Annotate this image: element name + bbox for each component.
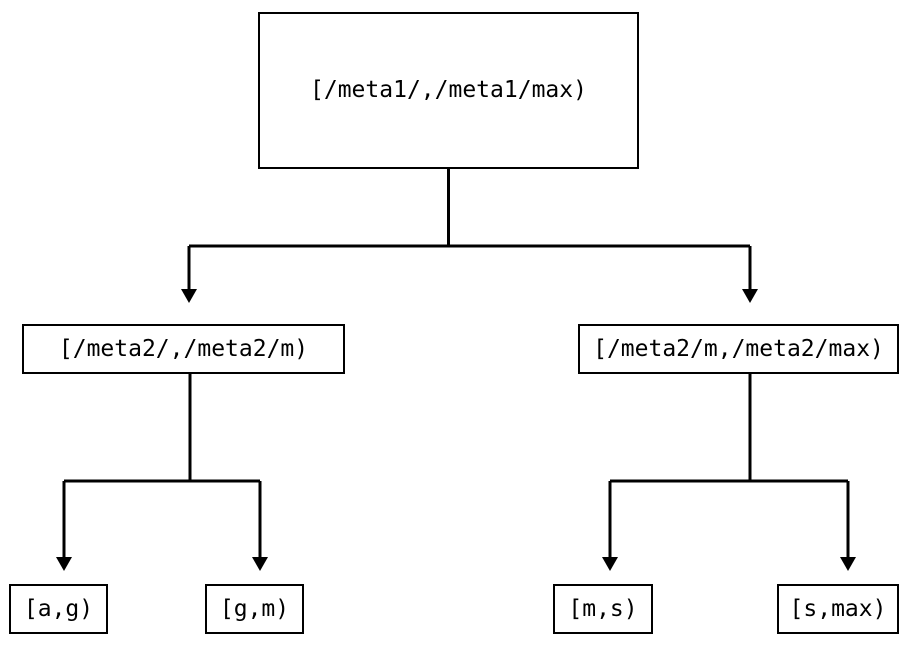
arrowhead-mid-left bbox=[181, 289, 197, 303]
tree-node-leaf-1-label: [a,g) bbox=[23, 595, 94, 622]
tree-node-leaf-2-label: [g,m) bbox=[219, 595, 290, 622]
tree-node-leaf-4-label: [s,max) bbox=[789, 595, 887, 622]
tree-node-leaf-4: [s,max) bbox=[777, 584, 899, 634]
arrowhead-mid-right bbox=[742, 289, 758, 303]
arrowhead-leaf-2 bbox=[252, 557, 268, 571]
tree-node-leaf-3: [m,s) bbox=[553, 584, 653, 634]
tree-node-mid-right: [/meta2/m,/meta2/max) bbox=[578, 324, 899, 374]
tree-node-root-label: [/meta1/,/meta1/max) bbox=[310, 77, 587, 103]
tree-node-mid-right-label: [/meta2/m,/meta2/max) bbox=[593, 335, 884, 362]
arrowhead-leaf-3 bbox=[602, 557, 618, 571]
tree-node-mid-left: [/meta2/,/meta2/m) bbox=[22, 324, 345, 374]
tree-node-leaf-1: [a,g) bbox=[9, 584, 108, 634]
tree-node-leaf-2: [g,m) bbox=[205, 584, 304, 634]
tree-node-root: [/meta1/,/meta1/max) bbox=[258, 12, 639, 169]
arrowhead-leaf-4 bbox=[840, 557, 856, 571]
tree-node-leaf-3-label: [m,s) bbox=[568, 595, 638, 622]
arrowhead-leaf-1 bbox=[56, 557, 72, 571]
tree-node-mid-left-label: [/meta2/,/meta2/m) bbox=[58, 335, 309, 362]
